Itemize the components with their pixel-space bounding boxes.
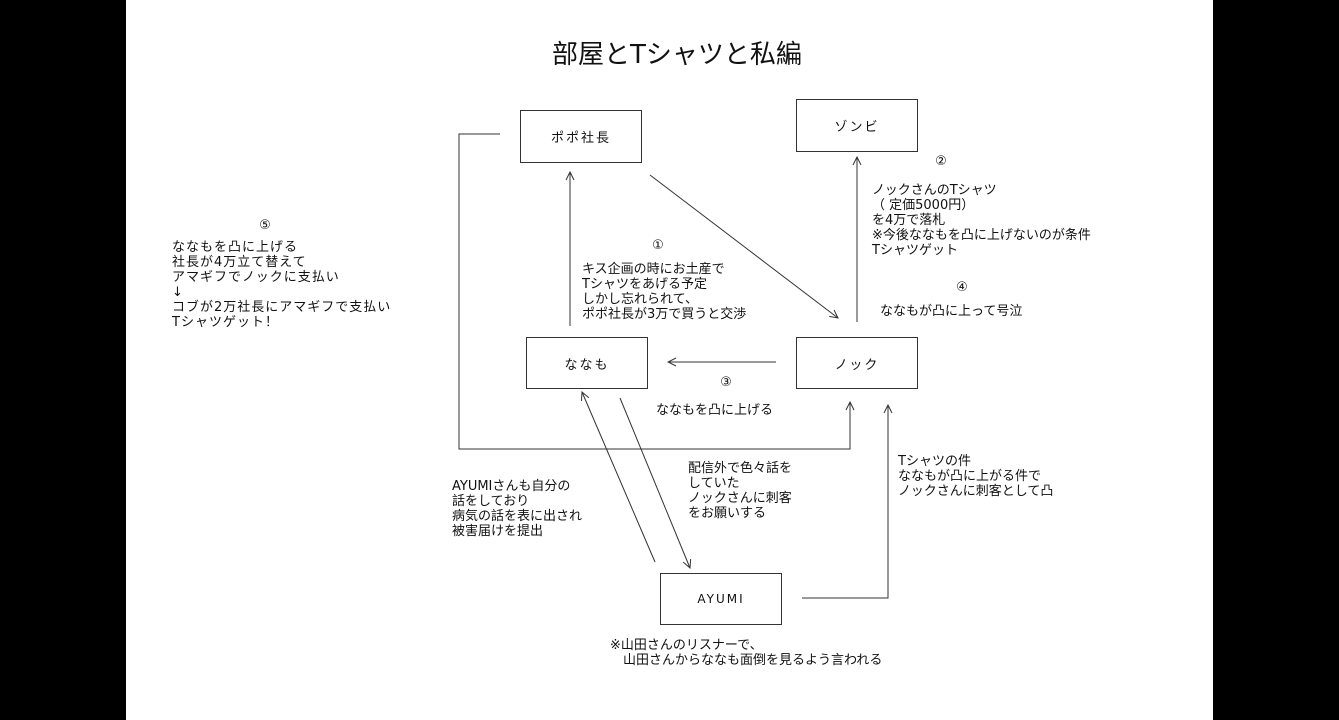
arrow-nanamo-to-ayumi: [619, 397, 690, 568]
node-ayumi: AYUMI: [660, 573, 782, 625]
note-2-text: ノックさんのTシャツ （ 定価5000円） を4万で落札 ※今後ななもを凸に上げ…: [872, 183, 1091, 258]
arrow-ayumi-to-nanamo: [582, 392, 656, 563]
arrow-popo-to-nock: [649, 174, 838, 318]
note-nanamo-to-ayumi: 配信外で色々話を していた ノックさんに刺客 をお願いする: [688, 461, 793, 521]
note-3-text: ななもを凸に上げる: [656, 403, 774, 418]
note-ayumi-to-nock: Tシャツの件 ななもが凸に上がる件で ノックさんに刺客として凸: [898, 454, 1054, 499]
arrow-popo-loop-to-nock: [458, 133, 850, 450]
note-5-text: ななもを凸に上げる 社長が4万立て替えて アマギフでノックに支払い ↓ コブが2…: [172, 240, 392, 330]
diagram-title: 部屋とTシャツと私編: [552, 40, 802, 70]
node-nanamo: ななも: [526, 337, 648, 389]
note-ayumi-footnote: ※山田さんのリスナーで、 山田さんからななも面倒を見るよう言われる: [610, 638, 883, 668]
note-5-number: ⑤: [259, 218, 271, 233]
node-popo: ポポ社長: [520, 110, 642, 163]
note-2-number: ②: [935, 154, 947, 169]
node-nock: ノック: [796, 337, 918, 389]
node-zombie: ゾンビ: [796, 99, 918, 152]
arrow-ayumi-to-nock: [802, 405, 888, 599]
note-1-number: ①: [652, 238, 664, 253]
note-ayumi-to-nanamo: AYUMIさんも自分の 話をしており 病気の話を表に出され 被害届けを提出: [452, 479, 583, 539]
note-4-text: ななもが凸に上って号泣: [880, 304, 1023, 319]
note-3-number: ③: [720, 375, 732, 390]
note-4-number: ④: [956, 280, 968, 295]
note-1-text: キス企画の時にお土産で Tシャツをあげる予定 しかし忘れられて、 ポポ社長が3万…: [582, 262, 747, 322]
